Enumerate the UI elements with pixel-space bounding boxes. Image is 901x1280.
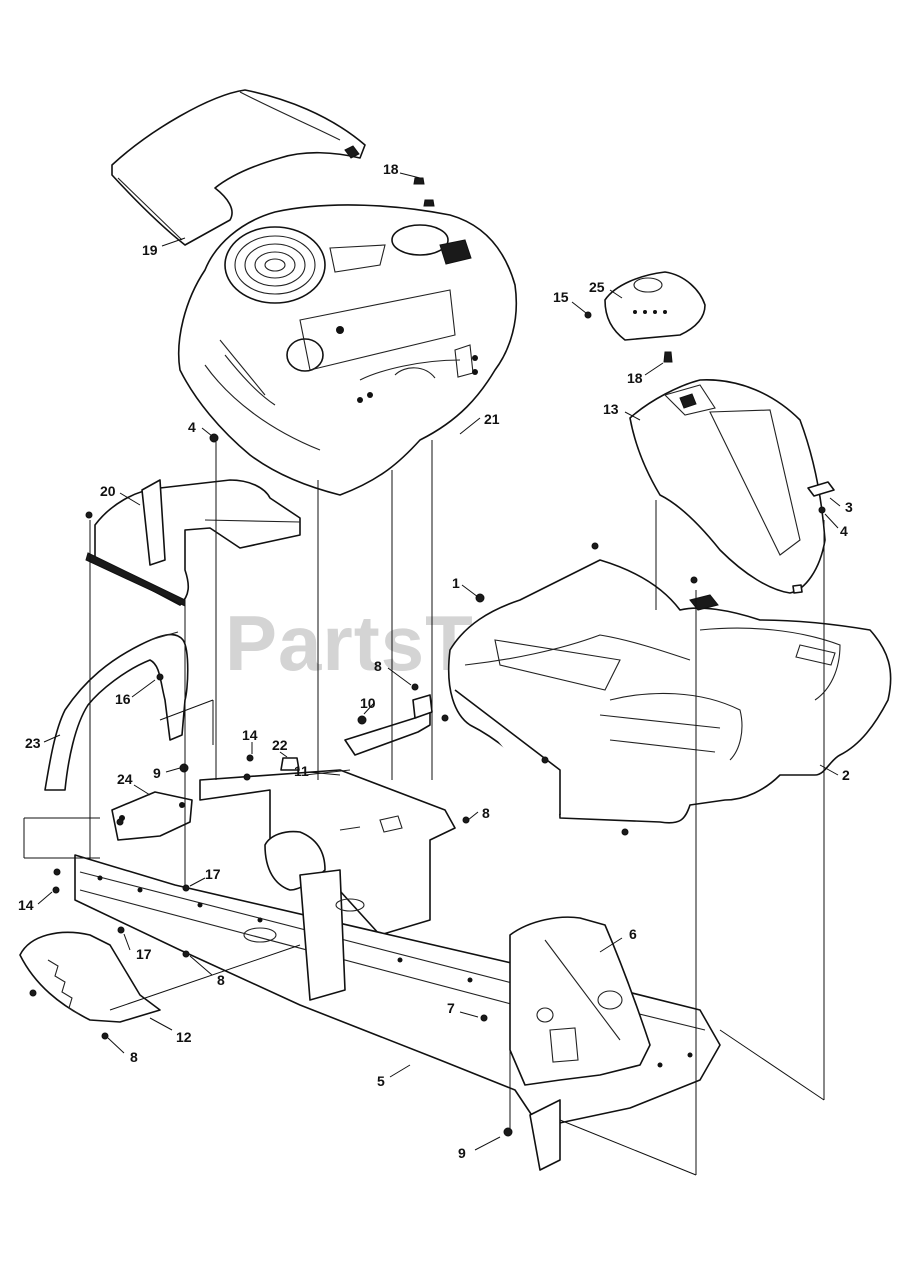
callout-8[interactable]: 8 bbox=[130, 1049, 138, 1065]
leader-lines bbox=[23, 172, 841, 1176]
callout-8[interactable]: 8 bbox=[374, 658, 382, 674]
side-panel-part-20[interactable] bbox=[85, 479, 301, 607]
adjust-plate-part-12[interactable] bbox=[19, 931, 161, 1023]
steering-console-part-13[interactable] bbox=[629, 379, 826, 594]
callout-25[interactable]: 25 bbox=[589, 279, 605, 295]
callout-16[interactable]: 16 bbox=[115, 691, 131, 707]
callout-17[interactable]: 17 bbox=[205, 866, 221, 882]
bumper-part-22[interactable] bbox=[280, 757, 300, 771]
callout-18[interactable]: 18 bbox=[627, 370, 643, 386]
clip-part-3[interactable] bbox=[807, 481, 835, 497]
steering-support-part-6[interactable] bbox=[509, 916, 651, 1086]
callout-11[interactable]: 11 bbox=[294, 763, 309, 779]
callout-20[interactable]: 20 bbox=[100, 483, 116, 499]
callout-24[interactable]: 24 bbox=[117, 771, 133, 787]
callout-4[interactable]: 4 bbox=[188, 419, 196, 435]
callouts: 18 19 4 21 15 25 18 13 20 3 4 1 8 10 16 … bbox=[18, 161, 853, 1161]
grab-handle-part-23[interactable] bbox=[44, 631, 189, 791]
callout-19[interactable]: 19 bbox=[142, 242, 158, 258]
callout-23[interactable]: 23 bbox=[25, 735, 41, 751]
hood-part-21[interactable] bbox=[177, 204, 518, 496]
callout-2[interactable]: 2 bbox=[842, 767, 850, 783]
hood-cover-part-19[interactable] bbox=[111, 89, 366, 246]
callout-13[interactable]: 13 bbox=[603, 401, 619, 417]
console-cap-part-25[interactable] bbox=[604, 271, 706, 341]
callout-8[interactable]: 8 bbox=[482, 805, 490, 821]
fender-deck-part-2[interactable] bbox=[447, 559, 892, 824]
callout-4[interactable]: 4 bbox=[840, 523, 848, 539]
callout-9[interactable]: 9 bbox=[153, 765, 161, 781]
callout-3[interactable]: 3 bbox=[845, 499, 853, 515]
callout-1[interactable]: 1 bbox=[452, 575, 460, 591]
callout-8[interactable]: 8 bbox=[217, 972, 225, 988]
callout-7[interactable]: 7 bbox=[447, 1000, 455, 1016]
callout-14[interactable]: 14 bbox=[18, 897, 34, 913]
callout-10[interactable]: 10 bbox=[360, 695, 376, 711]
bracket-part-24[interactable] bbox=[111, 791, 193, 841]
callout-22[interactable]: 22 bbox=[272, 737, 288, 753]
callout-17[interactable]: 17 bbox=[136, 946, 152, 962]
bracket-part-10[interactable] bbox=[344, 694, 433, 756]
callout-18[interactable]: 18 bbox=[383, 161, 399, 177]
callout-5[interactable]: 5 bbox=[377, 1073, 385, 1089]
callout-6[interactable]: 6 bbox=[629, 926, 637, 942]
callout-15[interactable]: 15 bbox=[553, 289, 569, 305]
callout-14[interactable]: 14 bbox=[242, 727, 258, 743]
fasteners bbox=[29, 177, 826, 1137]
callout-21[interactable]: 21 bbox=[484, 411, 500, 427]
callout-12[interactable]: 12 bbox=[176, 1029, 192, 1045]
callout-9[interactable]: 9 bbox=[458, 1145, 466, 1161]
